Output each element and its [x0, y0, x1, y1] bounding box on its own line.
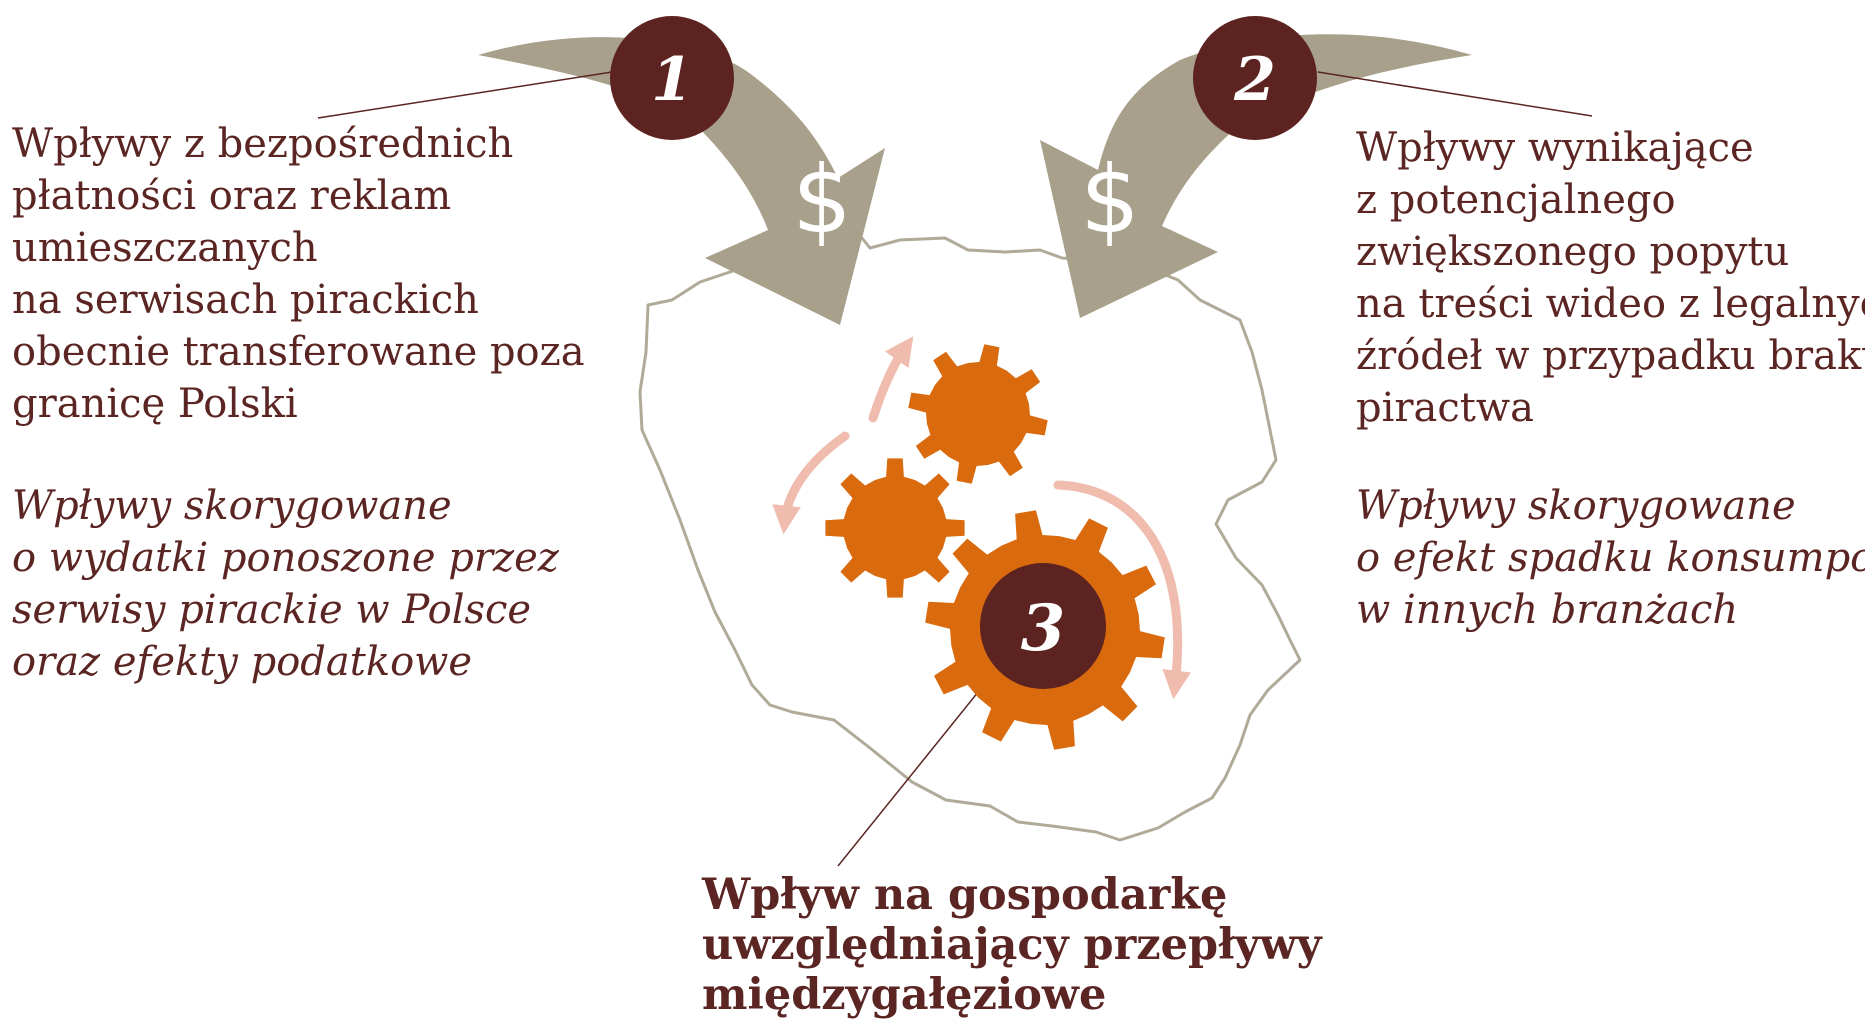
text-line: granicę Polski — [12, 381, 298, 427]
dollar-arrow-icon — [1040, 34, 1472, 319]
text-line: umieszczanych — [12, 225, 318, 271]
leader-line-2 — [1317, 71, 1593, 117]
text-line: obecnie transferowane poza — [12, 329, 585, 375]
text-line: uwzględniający przepływy — [702, 920, 1322, 970]
text-line: źródeł w przypadku braku — [1356, 333, 1865, 379]
gear-icon — [908, 344, 1048, 484]
gear-icon — [825, 458, 965, 598]
marker-1: 1 — [610, 16, 734, 140]
rotation-arrow-icon — [868, 336, 914, 423]
text-line: międzygałęziowe — [702, 970, 1107, 1020]
text-line: Wpływy z bezpośrednich — [12, 121, 514, 167]
svg-text:3: 3 — [1021, 591, 1066, 666]
leader-line-1 — [317, 71, 613, 119]
text-line: na treści wideo z legalnych — [1356, 281, 1865, 327]
text-line: Wpływ na gospodarkę — [702, 870, 1228, 920]
dollar-icon: $ — [792, 146, 852, 255]
text-line: o efekt spadku konsumpcji — [1356, 535, 1865, 581]
rotation-arrow-icon — [1053, 480, 1192, 700]
marker-3: 3 — [980, 563, 1106, 689]
rotation-arrow-icon — [772, 431, 850, 535]
text-line: płatności oraz reklam — [12, 173, 452, 219]
text-line: o wydatki ponoszone przez — [12, 535, 559, 581]
text-line: oraz efekty podatkowe — [12, 639, 473, 685]
text-line: serwisy pirackie w Polsce — [12, 587, 532, 633]
text-line: Wpływy wynikające — [1356, 125, 1754, 171]
svg-text:1: 1 — [651, 45, 693, 115]
text-line: Wpływy skorygowane — [12, 483, 452, 529]
text-line: zwiększonego popytu — [1356, 229, 1790, 275]
poland-map-outline — [638, 236, 1302, 842]
dollar-arrow-icon — [478, 37, 885, 325]
text-line: z potencjalnego — [1356, 177, 1676, 223]
svg-text:2: 2 — [1233, 45, 1276, 115]
economy-impact-text: Wpływ na gospodarkę uwzględniający przep… — [702, 870, 1322, 1020]
text-line: w innych branżach — [1356, 587, 1739, 633]
right-impact-text: Wpływy wynikające z potencjalnego zwięks… — [1356, 122, 1865, 434]
marker-2: 2 — [1193, 16, 1317, 140]
dollar-icon: $ — [1080, 146, 1140, 255]
right-adjustment-text: Wpływy skorygowane o efekt spadku konsum… — [1356, 480, 1865, 636]
text-line: piractwa — [1356, 385, 1534, 431]
left-impact-text: Wpływy z bezpośrednich płatności oraz re… — [12, 118, 612, 430]
left-adjustment-text: Wpływy skorygowane o wydatki ponoszone p… — [12, 480, 612, 688]
text-line: Wpływy skorygowane — [1356, 483, 1796, 529]
text-line: na serwisach pirackich — [12, 277, 479, 323]
